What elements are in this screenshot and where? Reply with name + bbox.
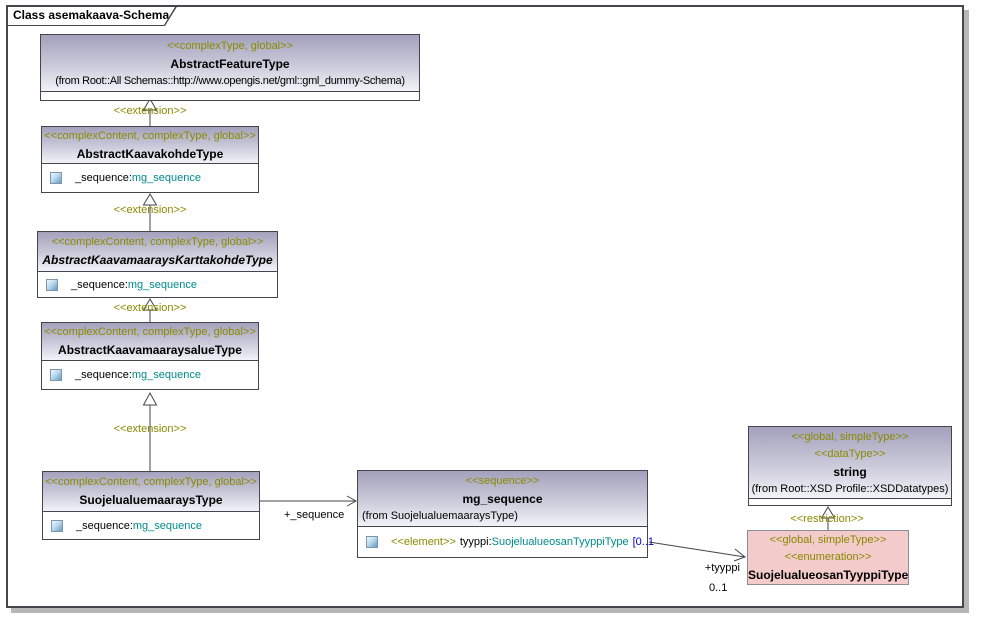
diagram-frame-tab: Class asemakaava-Schema [6,5,178,26]
class-from-label: (from Root::All Schemas::http://www.open… [55,74,405,87]
stereotype-label: <<global, simpleType>> [791,430,909,443]
attribute-icon [46,278,58,291]
stereotype-label: <<complexContent, complexType, global>> [51,236,264,248]
extension-connector-3[interactable] [142,298,158,323]
class-box-suojelualueosantyyppitype[interactable]: <<global, simpleType>> <<enumeration>> S… [747,530,909,585]
class-box-suojelualuemaaraystype[interactable]: <<complexContent, complexType, global>> … [42,471,260,540]
class-name: SuojelualuemaaraysType [79,493,223,507]
tyyppi-role-label: +tyyppi [704,562,740,574]
class-name: AbstractKaavamaaraysKarttakohdeType [42,253,273,267]
class-from-label: (from Root::XSD Profile::XSDDatatypes) [751,482,949,495]
sequence-role-label: +_sequence [284,509,345,521]
empty-attribute-compartment [749,499,951,505]
tyyppi-association[interactable] [648,541,747,562]
stereotype-label: <<dataType>> [814,447,886,460]
attribute-type: mg_sequence [127,278,197,291]
class-box-string[interactable]: <<global, simpleType>> <<dataType>> stri… [748,426,952,506]
class-box-abstractkaavamaaraysaluetype[interactable]: <<complexContent, complexType, global>> … [41,322,259,390]
class-name: AbstractFeatureType [170,56,290,71]
sequence-association[interactable] [260,495,358,507]
stereotype-label: <<complexContent, complexType, global>> [44,129,256,142]
class-name: SuojelualueosanTyyppiType [748,567,909,582]
attribute-name: _sequence: [76,519,133,532]
attribute-stereotype: <<element>> [391,536,456,548]
class-box-mg-sequence[interactable]: <<sequence>> mg_sequence (from Suojelual… [357,470,654,558]
class-name: string [833,464,867,479]
tyyppi-multiplicity-label: 0..1 [709,582,728,594]
attribute-row[interactable]: <<element>> tyyppi:SuojelualueosanTyyppi… [358,527,654,557]
attribute-name: tyyppi: [459,536,492,548]
attribute-name: _sequence: [71,278,128,291]
class-box-abstractkaavakohdetype[interactable]: <<complexContent, complexType, global>> … [41,126,259,193]
restriction-connector[interactable] [820,506,836,531]
stereotype-label: <<global, simpleType>> [769,533,887,546]
attribute-row[interactable]: _sequence:mg_sequence [42,361,258,389]
attribute-icon [51,519,63,532]
class-box-abstractfeaturetype[interactable]: <<complexType, global>> AbstractFeatureT… [40,34,420,101]
stereotype-label: <<complexContent, complexType, global>> [45,476,257,488]
class-box-abstractkaavamaarayskarttakohdetype[interactable]: <<complexContent, complexType, global>> … [37,231,278,298]
attribute-type: mg_sequence [131,172,201,184]
attribute-icon [366,536,378,548]
attribute-row[interactable]: _sequence:mg_sequence [43,512,259,539]
attribute-row[interactable]: _sequence:mg_sequence [38,272,277,297]
stereotype-label: <<complexType, global>> [167,39,293,52]
stereotype-label: <<enumeration>> [784,550,872,563]
extension-label-2: <<extension>> [113,204,187,216]
stereotype-label: <<complexContent, complexType, global>> [44,326,256,338]
extension-connector-2[interactable] [142,193,158,232]
restriction-label: <<restriction>> [790,513,864,525]
attribute-name: _sequence: [75,172,132,184]
attribute-icon [50,369,62,381]
attribute-row[interactable]: _sequence:mg_sequence [42,164,258,192]
class-name: AbstractKaavamaaraysalueType [58,343,242,357]
empty-attribute-compartment [41,92,419,100]
stereotype-label: <<sequence>> [465,475,540,487]
class-from-label: (from SuojelualuemaaraysType) [362,510,518,522]
attribute-type: mg_sequence [131,369,201,381]
extension-connector-4[interactable] [142,391,158,472]
extension-label-4: <<extension>> [113,423,187,435]
attribute-name: _sequence: [75,369,132,381]
attribute-multiplicity: [0..1 [632,536,655,548]
extension-connector-1[interactable] [142,98,158,127]
attribute-type: mg_sequence [132,519,202,532]
class-name: AbstractKaavakohdeType [76,146,224,161]
extension-label-1: <<extension>> [113,105,187,117]
attribute-type: SuojelualueosanTyyppiType [491,536,629,548]
diagram-title: Class asemakaava-Schema [8,7,176,25]
class-name: mg_sequence [462,492,543,506]
attribute-icon [50,172,62,184]
extension-label-3: <<extension>> [113,302,187,314]
